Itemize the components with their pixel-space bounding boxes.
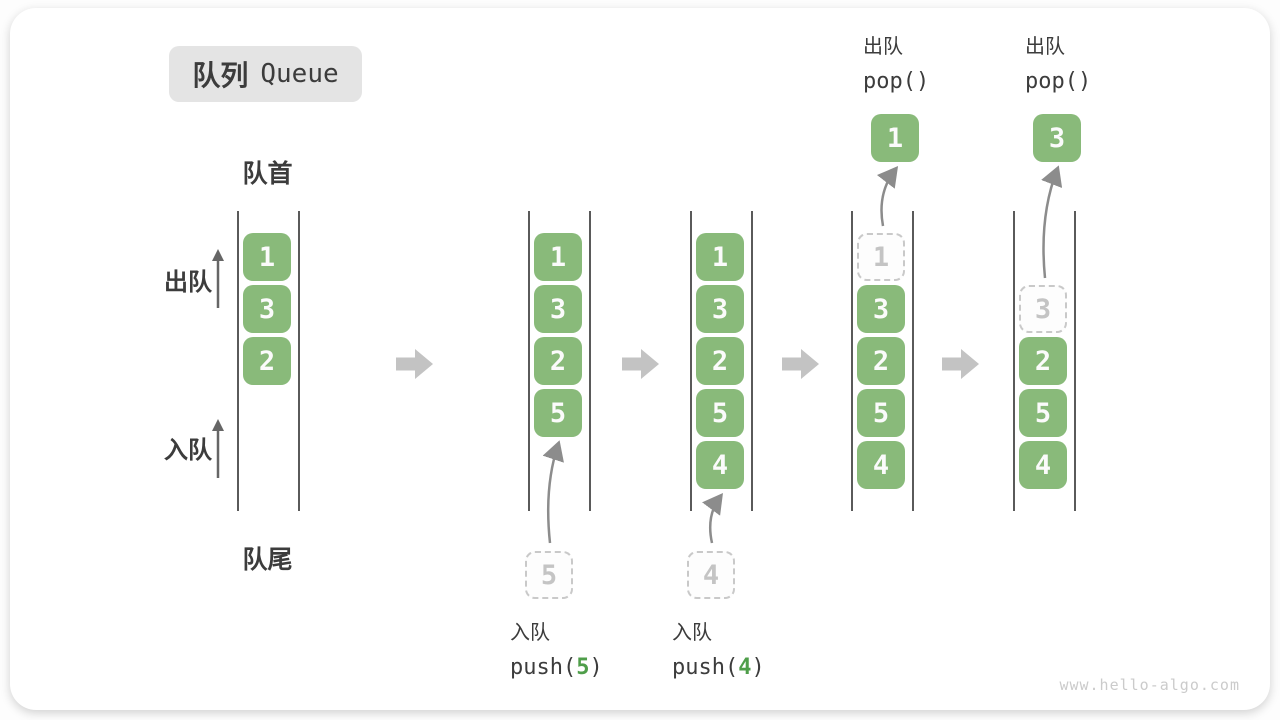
code-prefix: push(	[510, 655, 577, 680]
title-zh: 队列	[192, 60, 249, 91]
queue-wall-right	[298, 211, 300, 511]
enqueue-caption-label: 入队	[510, 622, 550, 644]
queue-box: 5	[1019, 389, 1067, 437]
dequeue-caption-label: 出队	[863, 36, 903, 58]
queue-box: 4	[1019, 441, 1067, 489]
step-arrow-icon	[622, 349, 659, 379]
queue-wall-right	[751, 211, 753, 511]
dequeue-arrow	[1041, 165, 1063, 279]
queue-box: 5	[696, 389, 744, 437]
queue-box: 5	[534, 389, 582, 437]
queue-box: 2	[1019, 337, 1067, 385]
queue-front-label: 队首	[242, 160, 293, 188]
code-arg: 4	[738, 655, 752, 680]
enqueue-caption-label: 入队	[672, 622, 712, 644]
code-suffix: )	[751, 655, 765, 680]
popped-value-box: 3	[1033, 114, 1081, 162]
dequeue-caption-code: pop()	[1025, 69, 1092, 94]
enqueue-caption-code: push(5)	[510, 655, 603, 680]
queue-box: 2	[857, 337, 905, 385]
queue-box-dashed: 1	[857, 233, 905, 281]
queue-box: 3	[243, 285, 291, 333]
queue-box-dashed: 3	[1019, 285, 1067, 333]
step-arrow-icon	[782, 349, 819, 379]
incoming-value-box: 5	[525, 551, 573, 599]
queue-box: 3	[534, 285, 582, 333]
queue-box: 2	[696, 337, 744, 385]
queue-wall-right	[912, 211, 914, 511]
dequeue-caption-label: 出队	[1025, 36, 1065, 58]
queue-wall-left	[851, 211, 853, 511]
queue-wall-left	[528, 211, 530, 511]
enqueue-caption: 入队 push(5)	[510, 616, 603, 680]
enqueue-caption: 入队 push(4)	[672, 616, 765, 680]
dequeue-arrow	[876, 166, 899, 227]
dequeue-caption: 出队 pop()	[1025, 30, 1091, 94]
queue-box: 2	[243, 337, 291, 385]
code-arg: 5	[576, 655, 590, 680]
dequeue-caption-code: pop()	[863, 69, 930, 94]
enqueue-side-label: 入队	[164, 437, 212, 464]
queue-box: 5	[857, 389, 905, 437]
code-prefix: push(	[672, 655, 739, 680]
queue-box: 1	[534, 233, 582, 281]
queue-wall-right	[1074, 211, 1076, 511]
step-arrow-icon	[942, 349, 979, 379]
step-arrow-icon	[396, 349, 433, 379]
queue-box: 3	[696, 285, 744, 333]
code-suffix: )	[589, 655, 603, 680]
incoming-value-box: 4	[687, 551, 735, 599]
enqueue-direction-arrow-icon	[212, 419, 224, 478]
queue-box: 3	[857, 285, 905, 333]
title-en: Queue	[260, 59, 339, 89]
popped-value-box: 1	[871, 114, 919, 162]
watermark: www.hello-algo.com	[1059, 676, 1240, 694]
queue-wall-left	[1013, 211, 1015, 511]
enqueue-arrow	[702, 492, 723, 544]
dequeue-caption: 出队 pop()	[863, 30, 929, 94]
queue-box: 4	[857, 441, 905, 489]
queue-box: 2	[534, 337, 582, 385]
queue-wall-right	[589, 211, 591, 511]
dequeue-side-label: 出队	[164, 269, 212, 296]
queue-box: 4	[696, 441, 744, 489]
title-box: 队列 Queue	[169, 46, 362, 102]
queue-wall-left	[237, 211, 239, 511]
enqueue-caption-code: push(4)	[672, 655, 765, 680]
dequeue-direction-arrow-icon	[212, 249, 224, 308]
queue-wall-left	[690, 211, 692, 511]
queue-box: 1	[243, 233, 291, 281]
queue-box: 1	[696, 233, 744, 281]
queue-rear-label: 队尾	[242, 546, 293, 574]
enqueue-arrow	[542, 440, 564, 544]
